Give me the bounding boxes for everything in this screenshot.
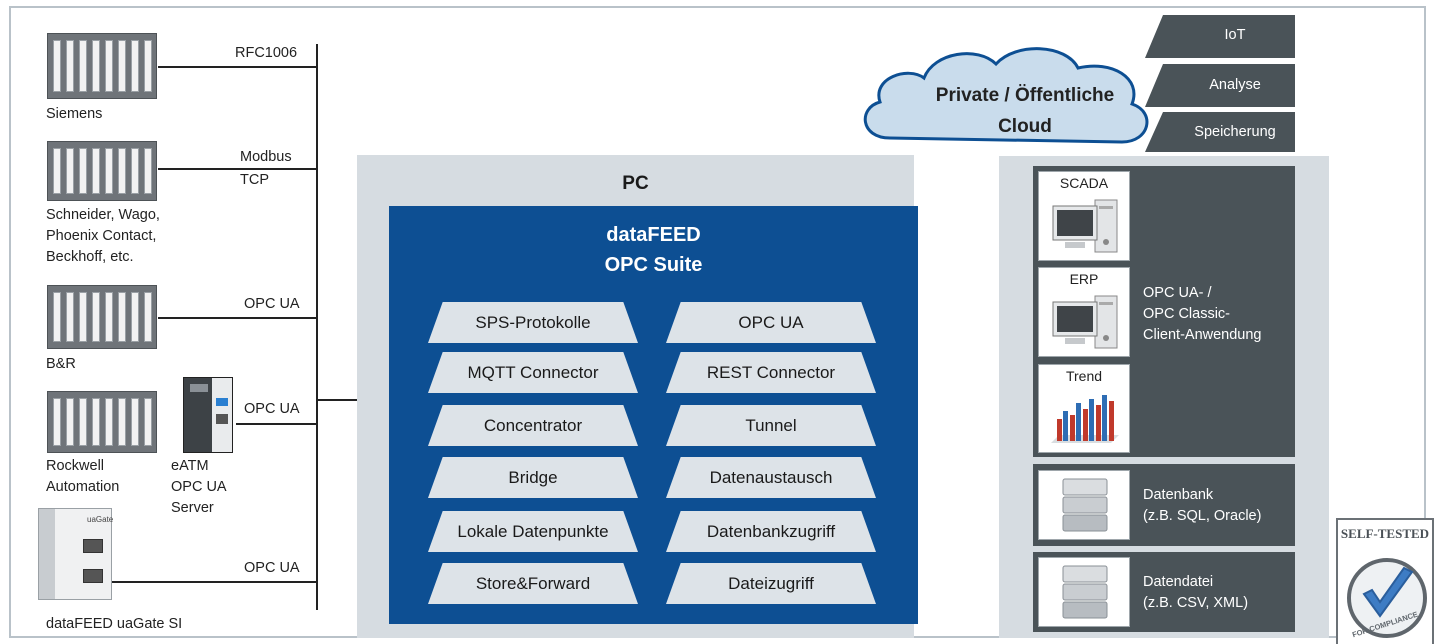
br-plc: [47, 285, 157, 349]
rockwell-protocol: OPC UA: [244, 401, 300, 417]
computer-icon: [1052, 199, 1118, 253]
br-link: [158, 317, 317, 319]
eatm-label-3: Server: [171, 500, 214, 516]
br-protocol: OPC UA: [244, 296, 300, 312]
uagate-label: dataFEED uaGate SI: [46, 616, 183, 632]
schneider-label-2: Phoenix Contact,: [46, 228, 157, 244]
datafile-icon-box: [1038, 557, 1130, 627]
schneider-label-1: Schneider, Wago,: [46, 207, 160, 223]
datafile-text-1: Datendatei: [1143, 574, 1214, 590]
client-apps-text-1: OPC UA- /: [1143, 285, 1212, 301]
cloud-shape: [863, 47, 1149, 144]
database-icon: [1062, 565, 1108, 619]
schneider-plc: [47, 141, 157, 201]
trend-label: Trend: [1065, 368, 1103, 384]
suite-title-2: OPC Suite: [604, 254, 703, 276]
module-datenbankzugriff: Datenbankzugriff: [666, 511, 876, 552]
module-store-forward: Store&Forward: [428, 563, 638, 604]
database-text-2: (z.B. SQL, Oracle): [1143, 508, 1262, 524]
module-concentrator: Concentrator: [428, 405, 638, 446]
cloud-service-iot: [1145, 15, 1295, 58]
erp-label: ERP: [1069, 271, 1099, 287]
modbus-protocol-1: Modbus: [240, 149, 292, 165]
badge-top-text: SELF-TESTED: [1340, 526, 1430, 541]
database-text-1: Datenbank: [1143, 487, 1214, 503]
siemens-plc: [47, 33, 157, 99]
cloud-service-iot-label: IoT: [1224, 27, 1246, 43]
uagate-link: [112, 581, 317, 583]
rockwell-label-1: Rockwell: [46, 458, 105, 474]
eatm-label-2: OPC UA: [171, 479, 227, 495]
pc-title: PC: [622, 173, 649, 194]
network-bus: [316, 44, 318, 610]
modbus-protocol-2: TCP: [240, 172, 269, 188]
eatm-module: [183, 377, 233, 453]
computer-icon: [1052, 295, 1118, 349]
client-apps-text-2: OPC Classic-: [1143, 306, 1231, 322]
cloud-service-speicherung: [1145, 112, 1295, 152]
database-icon-box: [1038, 470, 1130, 540]
scada-box: SCADA: [1038, 171, 1130, 261]
datafile-text-2: (z.B. CSV, XML): [1143, 595, 1249, 611]
module-sps-protokolle: SPS-Protokolle: [428, 302, 638, 343]
module-lokale-datenpunkte: Lokale Datenpunkte: [428, 511, 638, 552]
suite-title-1: dataFEED: [606, 224, 701, 246]
rockwell-link: [236, 423, 317, 425]
schneider-link: [158, 168, 317, 170]
siemens-label: Siemens: [46, 106, 103, 122]
rockwell-label-2: Automation: [46, 479, 120, 495]
trend-box: Trend: [1038, 364, 1130, 453]
uagate-brand: uaGate: [87, 515, 114, 524]
module-datenaustausch: Datenaustausch: [666, 457, 876, 498]
module-bridge: Bridge: [428, 457, 638, 498]
bus-to-pc-link: [316, 399, 358, 401]
module-dateizugriff: Dateizugriff: [666, 563, 876, 604]
erp-box: ERP: [1038, 267, 1130, 357]
trend-chart-icon: [1051, 395, 1119, 443]
cloud-service-analyse-label: Analyse: [1209, 77, 1261, 93]
database-icon: [1062, 478, 1108, 532]
client-apps-text-3: Client-Anwendung: [1143, 327, 1262, 343]
uagate-device: uaGate: [38, 508, 114, 600]
scada-label: SCADA: [1059, 175, 1109, 191]
cloud-service-speicherung-label: Speicherung: [1194, 124, 1276, 140]
module-opc-ua: OPC UA: [666, 302, 876, 343]
eatm-label-1: eATM: [171, 458, 209, 474]
schneider-label-3: Beckhoff, etc.: [46, 249, 134, 265]
br-label: B&R: [46, 356, 76, 372]
module-rest-connector: REST Connector: [666, 352, 876, 393]
siemens-link: [158, 66, 317, 68]
module-mqtt-connector: MQTT Connector: [428, 352, 638, 393]
checkmark-seal-icon: [1347, 558, 1427, 638]
rfc1006-protocol: RFC1006: [235, 45, 298, 61]
cloud-service-analyse: [1145, 64, 1295, 107]
uagate-protocol: OPC UA: [244, 560, 300, 576]
cloud-title-2: Cloud: [998, 116, 1052, 137]
rockwell-plc: [47, 391, 157, 453]
cloud-title-1: Private / Öffentliche: [935, 85, 1115, 106]
module-tunnel: Tunnel: [666, 405, 876, 446]
self-tested-badge: SELF-TESTED FOR COMPLIANCE: [1336, 518, 1434, 644]
